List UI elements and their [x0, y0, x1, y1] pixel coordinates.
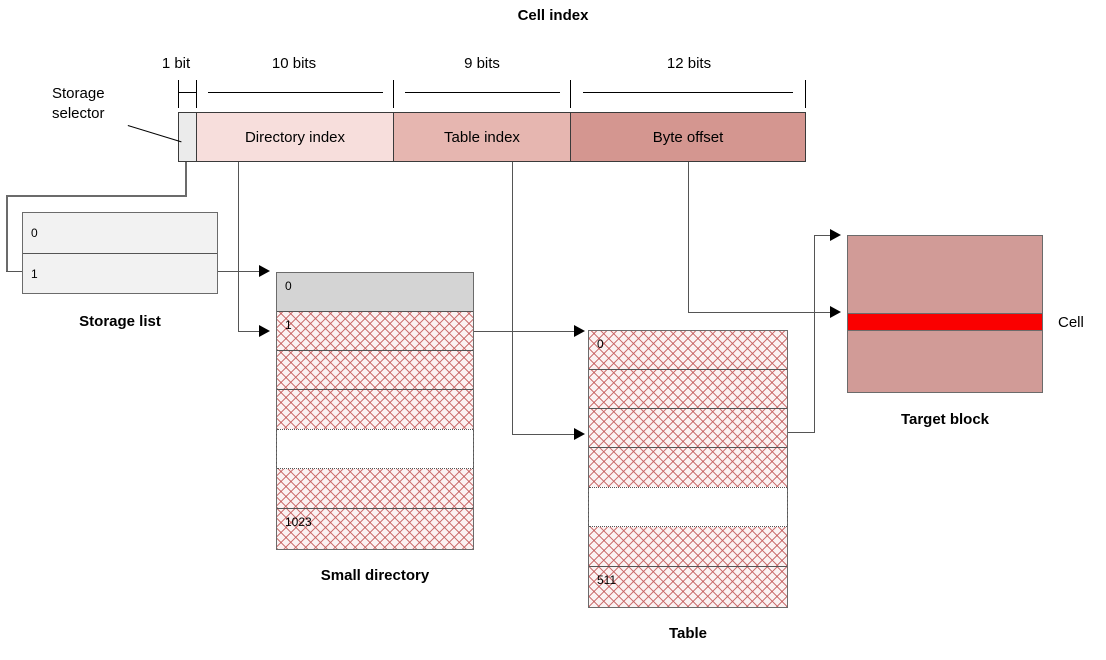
bitfield-storage-selector [178, 112, 197, 162]
table-row[interactable]: 511 [589, 567, 787, 607]
table-box: 0 511 [588, 330, 788, 608]
table-row[interactable] [589, 527, 787, 567]
tick-field-start-3 [570, 80, 571, 108]
table-row[interactable]: 0 [277, 273, 473, 312]
table-row[interactable]: 1 [277, 312, 473, 351]
arrow-into-directory-row-1 [259, 325, 270, 337]
table-row[interactable] [589, 370, 787, 409]
storage-selector-label-line1: Storage [52, 85, 105, 102]
cell-highlight-row[interactable] [848, 313, 1042, 331]
tick-field-end [805, 80, 806, 108]
span-line-byte-offset [583, 92, 793, 93]
small-directory-box: 0 1 1023 [276, 272, 474, 550]
connector-byte-offset-right [688, 312, 832, 313]
storage-list-row-index-0: 0 [31, 226, 38, 240]
arrow-into-target-block [830, 229, 841, 241]
cell-label: Cell [1058, 314, 1084, 331]
connector-directory-index-down [238, 162, 239, 332]
connector-byte-offset-down [688, 162, 689, 313]
table-row[interactable] [277, 351, 473, 390]
span-line-directory-index [208, 92, 383, 93]
tick-field-start-1 [196, 80, 197, 108]
bitfield-byte-offset-label: Byte offset [652, 128, 724, 146]
ellipsis-edge-right [473, 430, 474, 468]
bitfield-table-index-label: Table index [444, 128, 520, 146]
connector-table-to-block-into [814, 235, 832, 236]
connector-table-to-block-right [788, 432, 815, 433]
ellipsis-edge-left [588, 488, 589, 526]
table-row[interactable] [589, 409, 787, 448]
table-row[interactable] [277, 390, 473, 429]
connector-table-to-block-up [814, 235, 815, 433]
bits-label-byte-offset: 12 bits [666, 55, 712, 72]
table-row[interactable] [589, 448, 787, 487]
storage-list-row-index-1: 1 [31, 266, 38, 281]
small-directory-caption: Small directory [320, 567, 430, 584]
table-caption: Table [668, 625, 708, 642]
bitfield-directory-index-label: Directory index [244, 128, 346, 146]
connector-selector-left [6, 195, 187, 197]
target-block-box [847, 235, 1043, 393]
bitfield-table-index: Table index [393, 112, 571, 162]
bitfield-byte-offset: Byte offset [570, 112, 806, 162]
table-row[interactable] [277, 469, 473, 509]
storage-selector-label-line2: selector [52, 105, 105, 122]
table-row[interactable]: 1023 [277, 509, 473, 549]
ellipsis-edge-left [276, 430, 277, 468]
table-row-ellipsis [276, 429, 474, 469]
table-row[interactable]: 0 [589, 331, 787, 370]
storage-selector-leader-line [127, 125, 182, 143]
arrow-into-table-row-0 [574, 325, 585, 337]
page-title: Cell index [517, 7, 589, 24]
bitfield-directory-index: Directory index [196, 112, 394, 162]
tick-field-start-0 [178, 80, 179, 108]
bits-label-directory-index: 10 bits [271, 55, 317, 72]
connector-directory-to-table [474, 331, 575, 332]
table-row-index-6: 511 [597, 573, 617, 587]
list-item[interactable]: 1 [23, 254, 217, 293]
bits-label-storage-selector: 1 bit [161, 55, 191, 72]
connector-table-index-right [512, 434, 575, 435]
connector-table-index-down [512, 162, 513, 435]
storage-list-caption: Storage list [79, 313, 161, 330]
list-item[interactable]: 0 [23, 213, 217, 254]
storage-list-box: 0 1 [22, 212, 218, 294]
connector-directory-index-right [238, 331, 260, 332]
ellipsis-edge-right [787, 488, 788, 526]
connector-selector-drop [6, 195, 8, 272]
target-block-caption: Target block [900, 411, 990, 428]
connector-selector-into-list [6, 271, 24, 272]
arrow-into-directory-row-0 [259, 265, 270, 277]
connector-list-to-directory [218, 271, 260, 272]
connector-selector-down [185, 162, 187, 197]
small-directory-row-index-1: 1 [285, 318, 292, 332]
span-line-storage-selector [178, 92, 196, 93]
table-row-index-0: 0 [597, 337, 604, 351]
bits-label-table-index: 9 bits [464, 55, 500, 72]
small-directory-row-index-6: 1023 [285, 515, 312, 529]
tick-field-start-2 [393, 80, 394, 108]
small-directory-row-index-0: 0 [285, 279, 292, 293]
span-line-table-index [405, 92, 560, 93]
arrow-into-cell [830, 306, 841, 318]
table-row-ellipsis [588, 487, 788, 527]
target-block-lower [848, 331, 1042, 392]
target-block-upper [848, 236, 1042, 313]
arrow-into-table-row-3 [574, 428, 585, 440]
